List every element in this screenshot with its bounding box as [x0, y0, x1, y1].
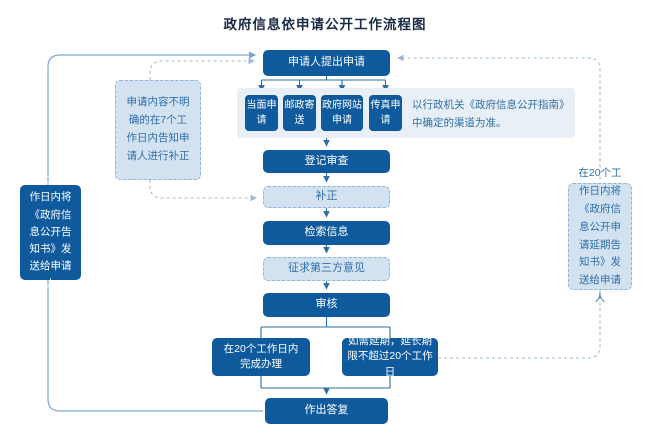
node-method-fax: 传真申请 [369, 95, 402, 131]
node-notice-extension: 在20个工作日内将《政府信息公开申请延期告知书》发送给申请人 [568, 167, 632, 304]
channel-note: 以行政机关《政府信息公开指南》中确定的渠道为准。 [412, 99, 570, 129]
node-third-party: 征求第三方意见 [263, 257, 390, 281]
node-reply: 作出答复 [265, 398, 388, 424]
node-supplement-note: 申请内容不明确的在7个工作日内告知申请人进行补正 [115, 80, 201, 180]
page-title: 政府信息依申请公开工作流程图 [223, 17, 427, 32]
node-review: 审核 [263, 293, 390, 317]
node-complete: 在20个工作日内完成办理 [212, 338, 310, 376]
node-register: 登记审查 [263, 150, 390, 173]
node-apply: 申请人提出申请 [263, 50, 390, 76]
node-supplement: 补正 [263, 186, 390, 208]
node-method-website: 政府网站申请 [321, 95, 363, 131]
node-method-mail: 邮政寄送 [283, 95, 316, 131]
node-method-inperson: 当面申请 [245, 95, 278, 131]
node-notice-disclosure: 在20个工作日内将《政府信息公开告知书》发送给申请人 [20, 174, 81, 290]
node-extend: 如需延期，延长期限不超过20个工作日 [342, 335, 438, 378]
node-search: 检索信息 [263, 221, 390, 245]
